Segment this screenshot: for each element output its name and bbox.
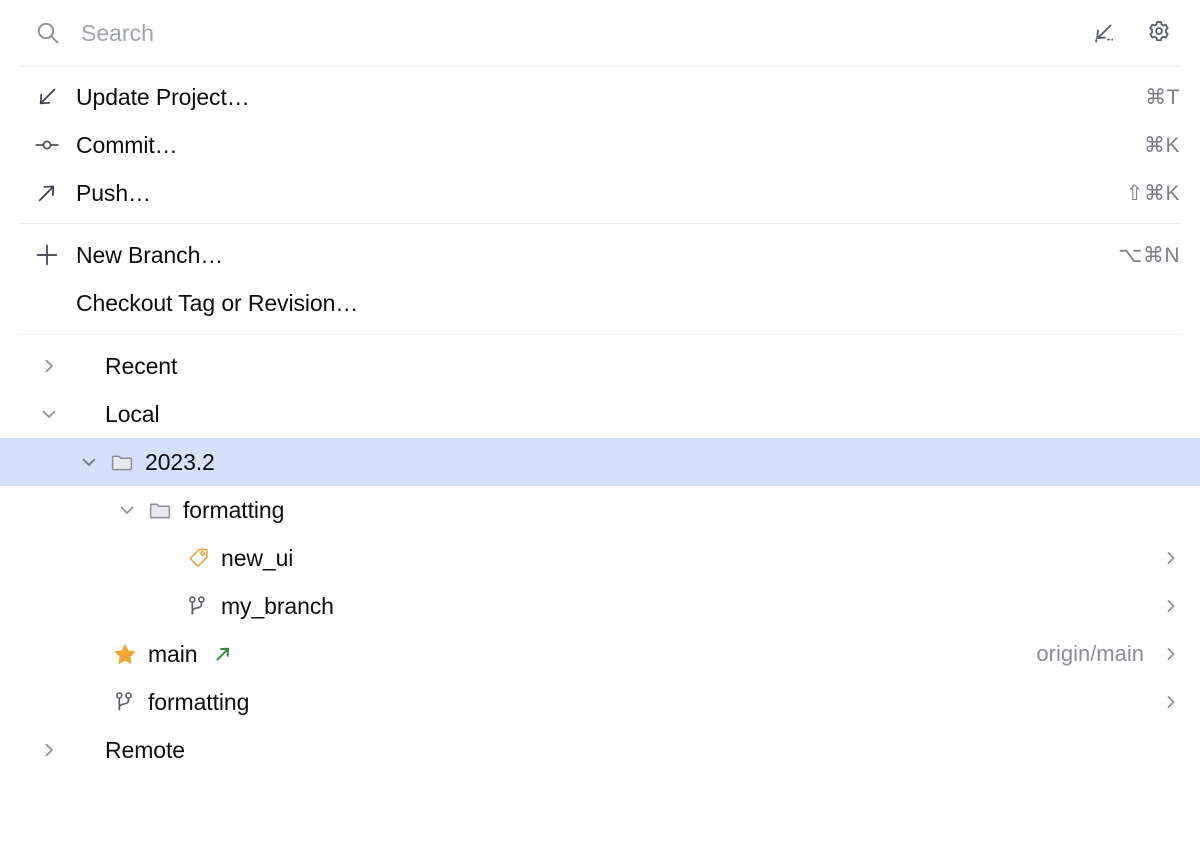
fetch-icon[interactable]: [1088, 18, 1118, 48]
tree-node-label: formatting: [148, 688, 250, 715]
menu-item-label: Push…: [76, 179, 151, 206]
chevron-right-icon[interactable]: [1160, 597, 1180, 615]
menu-item-label: Commit…: [76, 131, 178, 158]
commit-icon: [34, 132, 60, 158]
search-bar: [0, 0, 1200, 66]
branch-icon: [112, 689, 138, 715]
outgoing-commits-arrow-icon: [213, 644, 233, 664]
chevron-right-icon[interactable]: [1160, 645, 1180, 663]
push-icon: [34, 180, 60, 206]
shortcut-hint: ⌘T: [1145, 85, 1180, 109]
search-input[interactable]: [62, 13, 1088, 53]
tree-node-label: new_ui: [221, 544, 294, 571]
tree-node-label: 2023.2: [145, 448, 215, 475]
menu-item-update-project[interactable]: Update Project… ⌘T: [0, 73, 1200, 121]
chevron-right-icon[interactable]: [38, 739, 60, 761]
no-icon-placeholder: [34, 290, 60, 316]
tree-node-local[interactable]: Local: [0, 390, 1200, 438]
star-icon: [112, 641, 138, 667]
tracking-branch-label: origin/main: [1036, 641, 1144, 666]
tree-node-label: formatting: [183, 496, 285, 523]
branch-icon: [185, 593, 211, 619]
menu-item-label: New Branch…: [76, 241, 224, 268]
tree-node-new-ui[interactable]: new_ui: [0, 534, 1200, 582]
menu-item-commit[interactable]: Commit… ⌘K: [0, 121, 1200, 169]
vcs-actions-group: Update Project… ⌘T Commit… ⌘K Push…: [0, 67, 1200, 223]
menu-item-new-branch[interactable]: New Branch… ⌥⌘N: [0, 231, 1200, 279]
tag-icon: [185, 545, 211, 571]
tree-node-formatting-folder[interactable]: formatting: [0, 486, 1200, 534]
tree-node-label: Remote: [105, 736, 185, 763]
folder-icon: [109, 449, 135, 475]
menu-item-checkout-tag-or-revision[interactable]: Checkout Tag or Revision…: [0, 279, 1200, 327]
menu-item-label: Checkout Tag or Revision…: [76, 289, 359, 316]
chevron-down-icon[interactable]: [38, 403, 60, 425]
shortcut-hint: ⌘K: [1143, 133, 1180, 157]
tree-node-label: main: [148, 640, 198, 667]
tree-node-label: Recent: [105, 352, 178, 379]
separator-1: [20, 66, 1180, 67]
tree-node-label: my_branch: [221, 592, 334, 619]
folder-icon: [147, 497, 173, 523]
tree-node-remote[interactable]: Remote: [0, 726, 1200, 774]
branch-tree: Recent Local 2023.2: [0, 335, 1200, 860]
update-project-icon: [34, 84, 60, 110]
header-actions: [1088, 18, 1180, 48]
tree-node-formatting-branch[interactable]: formatting: [0, 678, 1200, 726]
branch-actions-group: New Branch… ⌥⌘N Checkout Tag or Revision…: [0, 224, 1200, 334]
tree-node-recent[interactable]: Recent: [0, 342, 1200, 390]
separator-2: [20, 223, 1180, 224]
shortcut-hint: ⌥⌘N: [1118, 243, 1180, 267]
tree-node-label: Local: [105, 400, 160, 427]
menu-item-push[interactable]: Push… ⇧⌘K: [0, 169, 1200, 217]
tree-node-main[interactable]: main origin/main: [0, 630, 1200, 678]
chevron-right-icon[interactable]: [38, 355, 60, 377]
separator-3: [20, 334, 1180, 335]
plus-icon: [34, 242, 60, 268]
tree-node-2023-2[interactable]: 2023.2: [0, 438, 1200, 486]
chevron-down-icon[interactable]: [78, 451, 100, 473]
search-icon: [34, 19, 62, 47]
chevron-down-icon[interactable]: [116, 499, 138, 521]
gear-icon[interactable]: [1144, 18, 1174, 48]
shortcut-hint: ⇧⌘K: [1125, 181, 1180, 205]
chevron-right-icon[interactable]: [1160, 549, 1180, 567]
menu-item-label: Update Project…: [76, 83, 250, 110]
tree-node-my-branch[interactable]: my_branch: [0, 582, 1200, 630]
chevron-right-icon[interactable]: [1160, 693, 1180, 711]
